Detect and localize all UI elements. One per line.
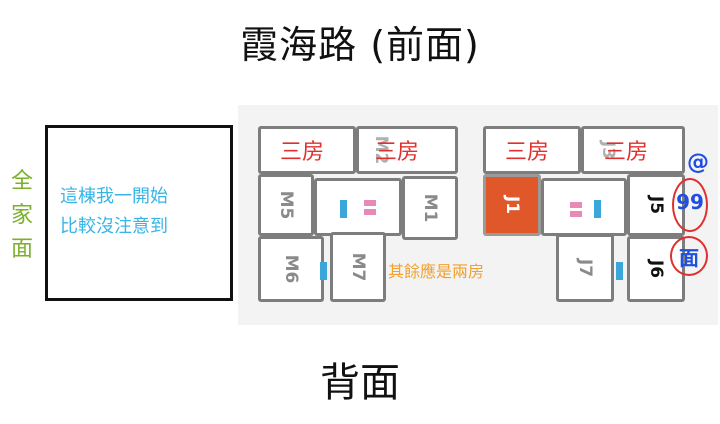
building-code-m6: M6 (281, 254, 301, 284)
ninety-nine-handwriting: 99 (676, 190, 704, 214)
other-units-note: 其餘應是兩房 (388, 262, 485, 281)
unnoticed-building-note: 這棟我一開始 比較沒注意到 (60, 182, 230, 242)
pink-marker-icon (576, 202, 582, 208)
side-label-char: 全 (10, 169, 33, 194)
room-type-label: 三房 (505, 140, 550, 165)
pink-marker-icon (576, 211, 582, 217)
pink-marker-icon (370, 200, 376, 206)
building-code-m5: M5 (276, 190, 296, 220)
building-center-right (541, 178, 627, 236)
building-j7: J7 (556, 234, 614, 302)
face-handwriting: 面 (679, 246, 699, 270)
note-line: 這棟我一開始 (60, 186, 168, 207)
blue-marker-icon (340, 200, 347, 218)
pink-marker-icon (570, 211, 576, 217)
pink-marker-icon (364, 200, 370, 206)
pink-marker-icon (364, 209, 370, 215)
blue-marker-icon (594, 200, 601, 218)
building-center-left (314, 178, 402, 236)
front-road-title: 霞海路 (前面) (240, 23, 480, 67)
building-m4 (258, 126, 356, 174)
room-type-label: 三房 (375, 140, 420, 165)
building-code-j1: J1 (502, 195, 522, 215)
building-code-m7: M7 (348, 252, 368, 282)
back-side-title: 背面 (320, 360, 400, 406)
side-label-char: 家 (10, 203, 33, 228)
building-m1: M1 (402, 176, 458, 240)
blue-marker-icon (320, 262, 327, 280)
building-m6: M6 (258, 236, 324, 302)
side-label-char: 面 (10, 237, 33, 262)
blue-marker-icon (616, 262, 623, 280)
unnoticed-building-box (45, 125, 233, 301)
building-j1: J1 (483, 174, 541, 236)
pink-marker-icon (370, 209, 376, 215)
building-code-j7: J7 (575, 258, 595, 278)
red-circle-mark (672, 178, 708, 232)
building-j4 (483, 126, 581, 174)
room-type-label: 三房 (604, 140, 649, 165)
building-m2: M2 (356, 126, 458, 174)
room-type-label: 三房 (280, 140, 325, 165)
building-code-j5: J5 (646, 195, 666, 215)
note-line: 比較沒注意到 (60, 216, 168, 237)
pink-marker-icon (570, 202, 576, 208)
building-m7: M7 (330, 232, 386, 302)
building-j3: J3 (581, 126, 685, 174)
red-circle-mark (670, 236, 708, 276)
at-handwriting: @ (687, 150, 709, 175)
familymart-side-label: 全 家 面 (8, 165, 36, 267)
building-m5: M5 (258, 174, 314, 236)
building-code-m1: M1 (420, 193, 440, 223)
building-code-j6: J6 (646, 259, 666, 279)
